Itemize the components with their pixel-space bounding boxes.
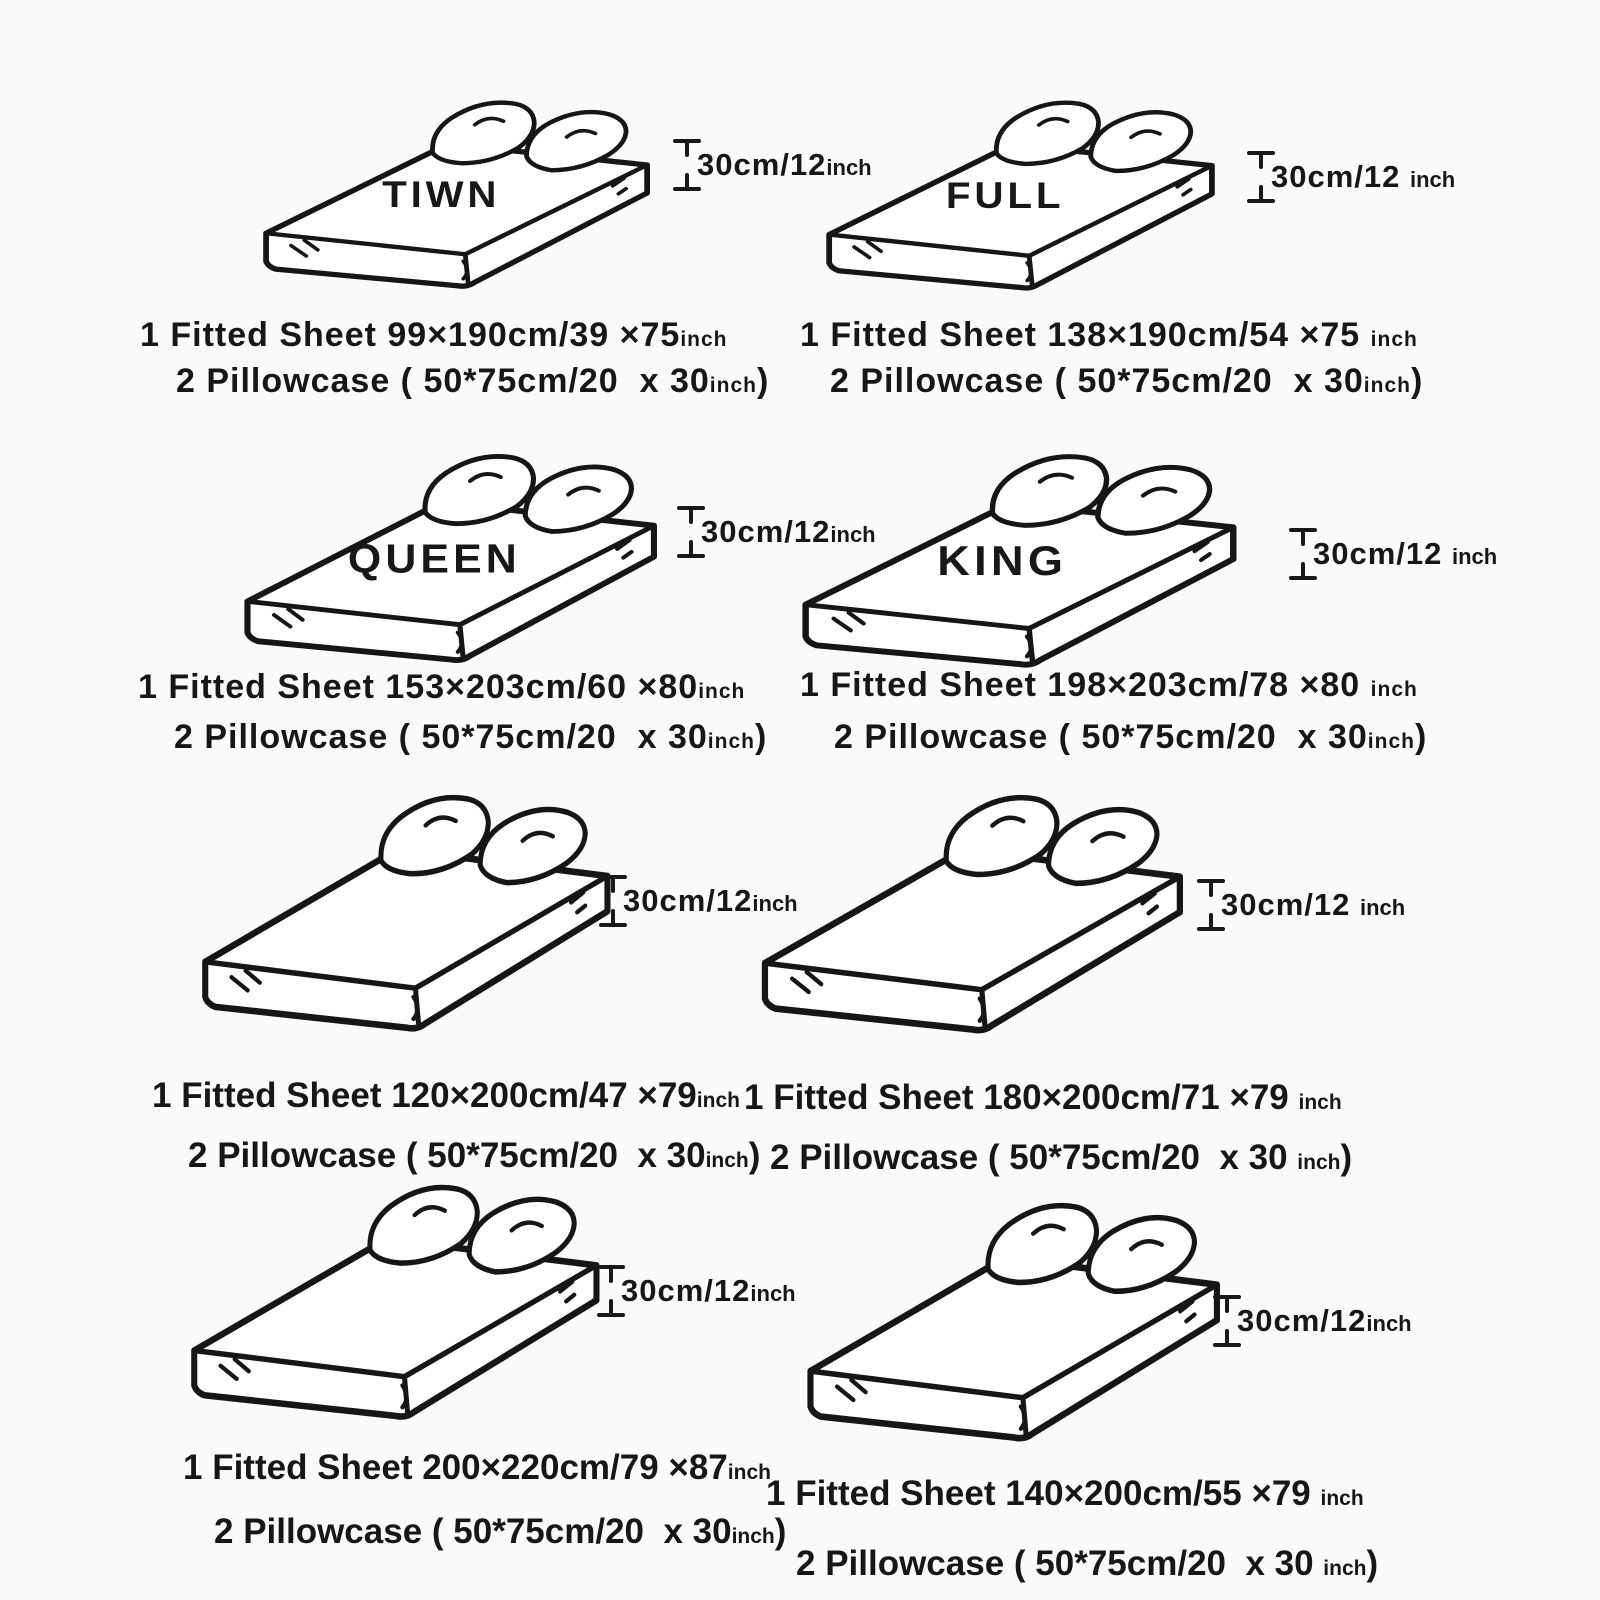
height-text: 30cm/12inch bbox=[1237, 1303, 1412, 1338]
height-annotation: 30cm/12inch bbox=[598, 872, 798, 930]
mattress-size-label: KING bbox=[937, 538, 1067, 584]
mattress-size-label: FULL bbox=[946, 176, 1065, 217]
height-text: 30cm/12inch bbox=[701, 514, 876, 549]
mattress-illustration bbox=[742, 788, 1232, 1054]
height-measure-icon bbox=[1247, 151, 1275, 203]
fitted-sheet-spec: 1 Fitted Sheet 153×203cm/60 ×80inch bbox=[138, 668, 746, 706]
fitted-sheet-spec: 1 Fitted Sheet 99×190cm/39 ×75inch bbox=[140, 316, 728, 354]
height-measure-icon bbox=[599, 875, 627, 927]
height-annotation: 30cm/12inch bbox=[676, 503, 876, 561]
mattress-size-label: TIWN bbox=[382, 175, 500, 216]
height-measure-icon bbox=[1213, 1295, 1241, 1347]
height-text: 30cm/12 inch bbox=[1271, 159, 1456, 194]
height-text: 30cm/12inch bbox=[623, 883, 798, 918]
height-measure-icon bbox=[597, 1265, 625, 1317]
pillowcase-spec: 2 Pillowcase ( 50*75cm/20 x 30inch) bbox=[830, 362, 1424, 400]
height-annotation: 30cm/12inch bbox=[672, 136, 872, 194]
fitted-sheet-spec: 1 Fitted Sheet 200×220cm/79 ×87inch bbox=[183, 1448, 771, 1487]
mattress-illustration: KING bbox=[782, 448, 1287, 686]
height-text: 30cm/12 inch bbox=[1221, 887, 1406, 922]
pillowcase-spec: 2 Pillowcase ( 50*75cm/20 x 30 inch) bbox=[770, 1138, 1353, 1177]
fitted-sheet-spec: 1 Fitted Sheet 120×200cm/47 ×79inch bbox=[152, 1076, 740, 1115]
fitted-sheet-spec: 1 Fitted Sheet 198×203cm/78 ×80 inch bbox=[800, 666, 1418, 704]
height-measure-icon bbox=[673, 139, 701, 191]
height-measure-icon bbox=[1197, 879, 1225, 931]
pillowcase-spec: 2 Pillowcase ( 50*75cm/20 x 30inch) bbox=[188, 1136, 761, 1175]
pillowcase-spec: 2 Pillowcase ( 50*75cm/20 x 30inch) bbox=[214, 1512, 787, 1551]
height-annotation: 30cm/12inch bbox=[1212, 1292, 1412, 1350]
height-measure-icon bbox=[1289, 528, 1317, 580]
pillowcase-spec: 2 Pillowcase ( 50*75cm/20 x 30inch) bbox=[174, 718, 768, 756]
height-annotation: 30cm/12 inch bbox=[1246, 148, 1455, 206]
mattress-illustration bbox=[788, 1196, 1268, 1462]
pillowcase-spec: 2 Pillowcase ( 50*75cm/20 x 30inch) bbox=[834, 718, 1428, 756]
mattress-illustration bbox=[172, 1178, 647, 1440]
height-annotation: 30cm/12inch bbox=[596, 1262, 796, 1320]
mattress-illustration: FULL bbox=[808, 95, 1260, 307]
height-text: 30cm/12inch bbox=[697, 147, 872, 182]
height-annotation: 30cm/12 inch bbox=[1196, 876, 1405, 934]
height-measure-icon bbox=[677, 506, 705, 558]
height-annotation: 30cm/12 inch bbox=[1288, 525, 1497, 583]
fitted-sheet-spec: 1 Fitted Sheet 180×200cm/71 ×79 inch bbox=[744, 1078, 1342, 1117]
mattress-illustration: QUEEN bbox=[225, 448, 705, 681]
mattress-illustration: TIWN bbox=[245, 95, 695, 305]
mattress-size-label: QUEEN bbox=[348, 535, 521, 581]
height-text: 30cm/12inch bbox=[621, 1273, 796, 1308]
pillowcase-spec: 2 Pillowcase ( 50*75cm/20 x 30 inch) bbox=[796, 1544, 1379, 1583]
fitted-sheet-spec: 1 Fitted Sheet 138×190cm/54 ×75 inch bbox=[800, 316, 1418, 354]
pillowcase-spec: 2 Pillowcase ( 50*75cm/20 x 30inch) bbox=[176, 362, 770, 400]
mattress-illustration bbox=[183, 788, 658, 1052]
fitted-sheet-spec: 1 Fitted Sheet 140×200cm/55 ×79 inch bbox=[766, 1474, 1364, 1513]
height-text: 30cm/12 inch bbox=[1313, 536, 1498, 571]
